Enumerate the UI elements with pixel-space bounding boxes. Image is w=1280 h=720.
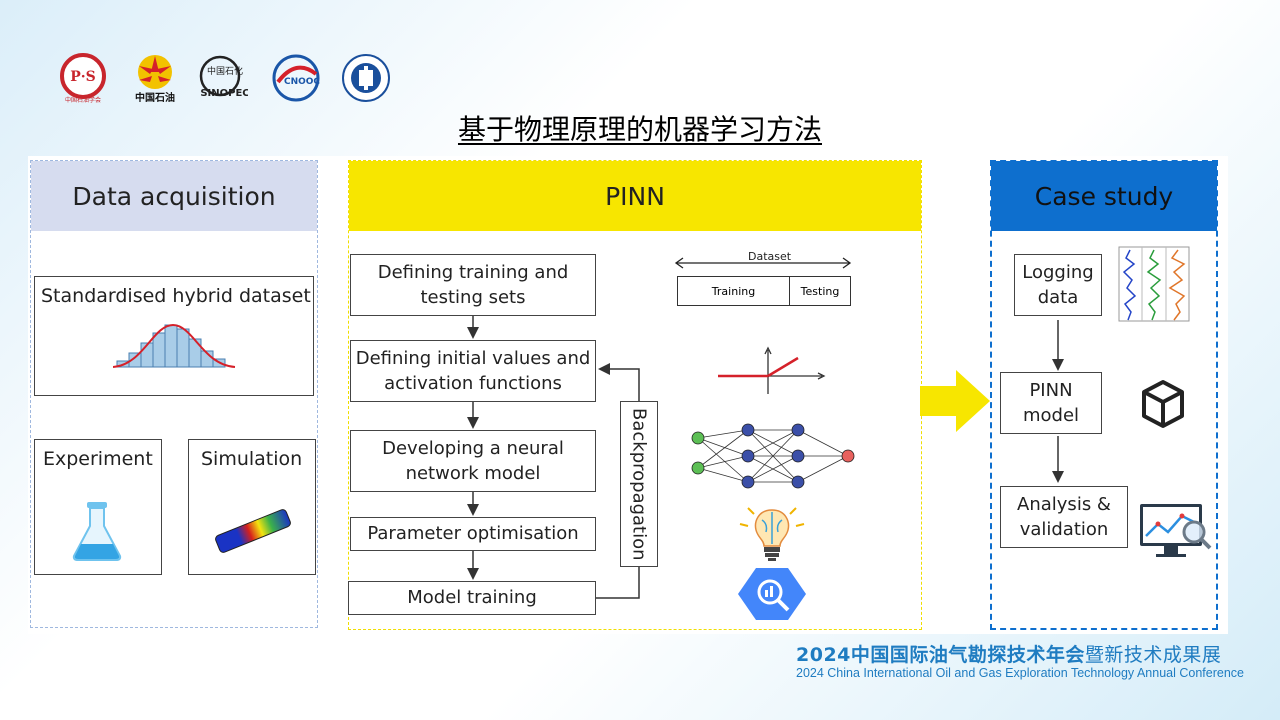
svg-text:中国石化: 中国石化 (207, 65, 243, 77)
pinn-workflow-figure: Data acquisition Standardised hybrid dat… (28, 156, 1228, 634)
cps-logo: P·S 中国石油学会 (58, 52, 108, 104)
testing-segment: Testing (800, 284, 840, 298)
sinopec-logo: 中国石化 SINOPEC (198, 52, 250, 104)
case-study-header: Case study (991, 161, 1217, 231)
footer-cn-light: 暨新技术成果展 (1084, 644, 1222, 666)
analytics-monitor-icon (1140, 504, 1212, 557)
cube-icon (1142, 380, 1184, 428)
case-analysis-validation: Analysis & validation (1000, 486, 1128, 548)
footer-conference-en: 2024 China International Oil and Gas Exp… (796, 666, 1244, 680)
simulation-label: Simulation (201, 448, 303, 470)
backpropagation-box: Backpropagation (620, 401, 658, 567)
well-log-icon (1118, 246, 1190, 322)
footer-cn-bold: 2024中国国际油气勘探技术年会 (796, 644, 1085, 666)
step-model-training: Model training (348, 581, 596, 615)
svg-text:CNOOC: CNOOC (284, 77, 320, 87)
data-acquisition-panel (30, 160, 318, 628)
experiment-box: Experiment (34, 439, 162, 575)
hybrid-dataset-label: Standardised hybrid dataset (41, 285, 311, 307)
histogram-icon (113, 323, 236, 368)
training-segment: Training (678, 277, 790, 305)
case-pinn-model: PINN model (1000, 372, 1102, 434)
simulation-core-icon (215, 509, 291, 553)
experiment-label: Experiment (43, 448, 153, 470)
case-arrows (1052, 320, 1064, 483)
svg-text:中国石油学会: 中国石油学会 (65, 96, 101, 104)
neural-network-icon (691, 423, 855, 489)
page-title: 基于物理原理的机器学习方法 (457, 113, 822, 146)
bigquery-icon (738, 568, 806, 620)
hybrid-dataset-box: Standardised hybrid dataset (34, 276, 314, 396)
dataset-split-bar: Training Testing (677, 276, 851, 306)
dataset-label: Dataset (748, 250, 792, 263)
cnooc-logo: CNOOC (270, 52, 320, 104)
backpropagation-label: Backpropagation (628, 407, 650, 561)
svg-text:P·S: P·S (70, 69, 96, 85)
footer-conference-cn: 2024中国国际油气勘探技术年会暨新技术成果展 (796, 640, 1221, 667)
society-logo (340, 52, 390, 104)
activation-function-icon (718, 346, 826, 394)
step-training-testing-sets: Defining training and testing sets (350, 254, 596, 316)
pinn-arrows (467, 316, 640, 599)
svg-text:SINOPEC: SINOPEC (200, 88, 248, 99)
petrochina-logo: 中国石油 (130, 52, 180, 104)
simulation-box: Simulation (188, 439, 316, 575)
step-initial-values: Defining initial values and activation f… (350, 340, 596, 402)
brain-bulb-icon (739, 507, 805, 561)
svg-text:中国石油: 中国石油 (135, 91, 175, 104)
dataset-arrow (674, 257, 852, 269)
pinn-header: PINN (349, 161, 921, 231)
data-acquisition-header: Data acquisition (31, 161, 317, 231)
flask-icon (72, 502, 122, 561)
step-neural-network: Developing a neural network model (350, 430, 596, 492)
yellow-flow-arrow (920, 370, 990, 432)
step-parameter-optimisation: Parameter optimisation (350, 517, 596, 551)
case-logging-data: Logging data (1014, 254, 1102, 316)
